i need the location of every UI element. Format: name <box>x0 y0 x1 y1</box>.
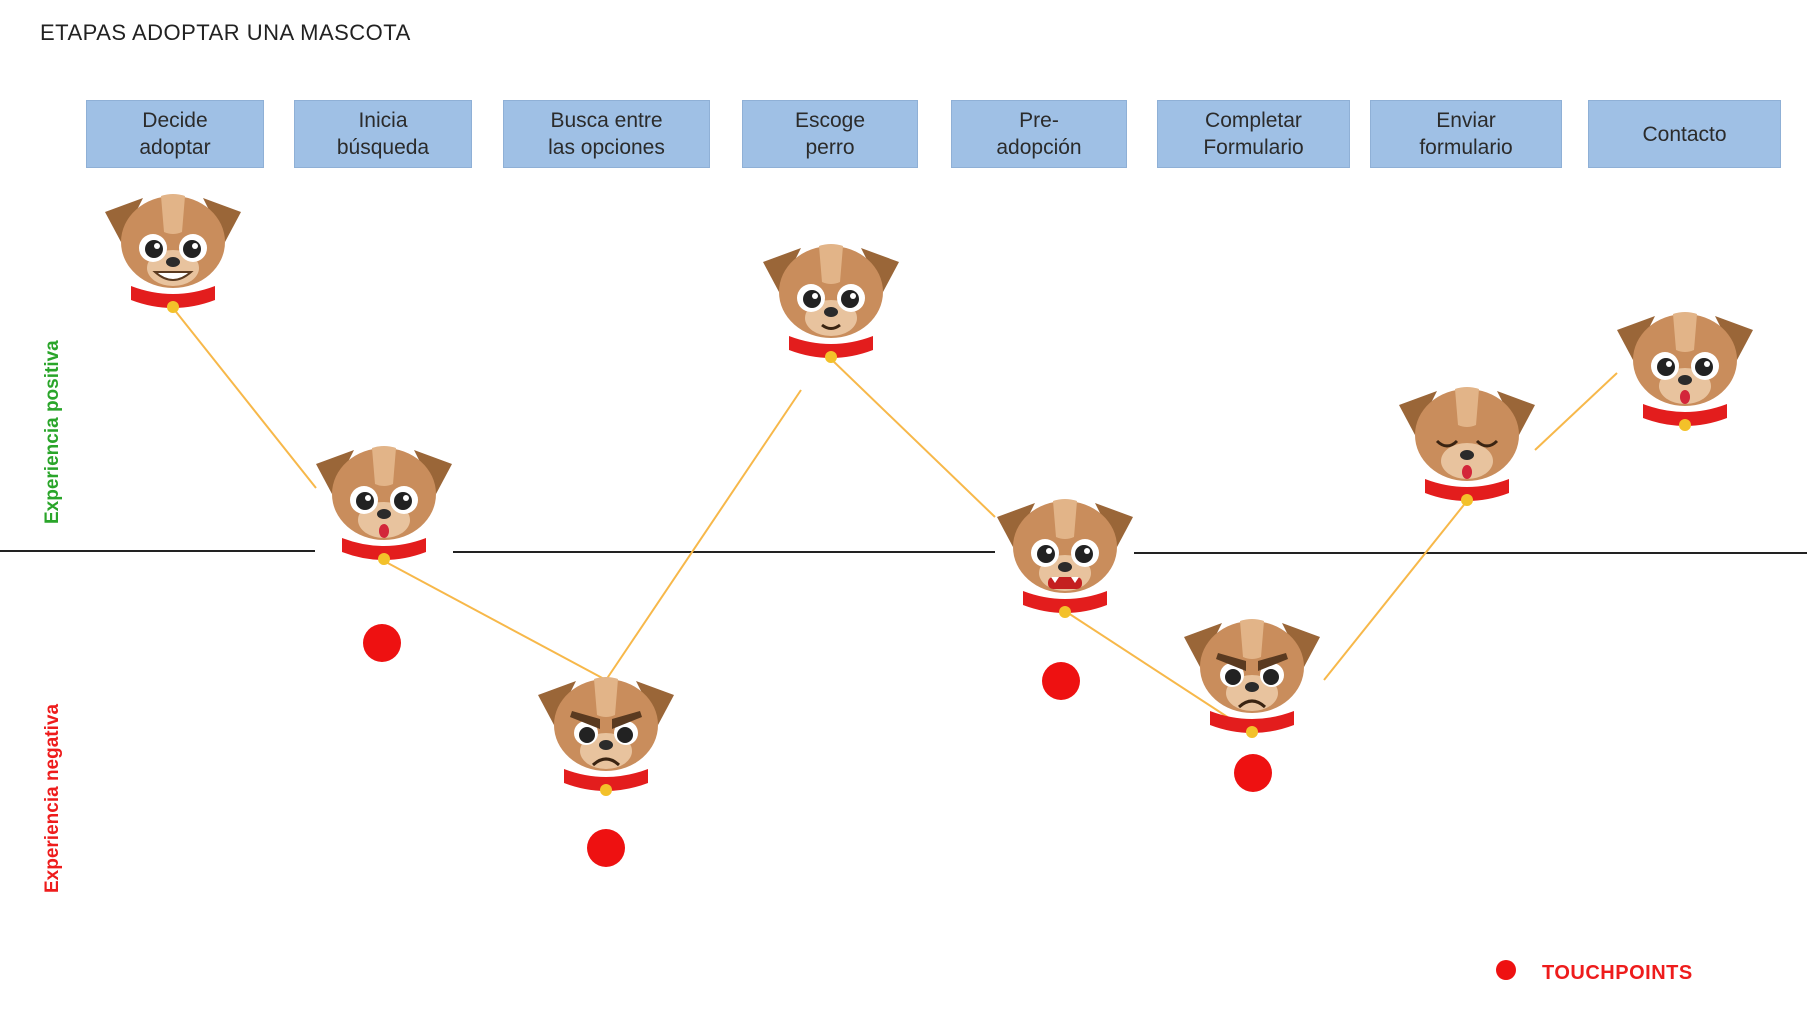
stage-enviar-formulario: Enviar formulario <box>1370 100 1562 168</box>
surprised-dog-icon <box>1617 312 1753 431</box>
stage-contacto: Contacto <box>1588 100 1781 168</box>
stage-busca-opciones: Busca entre las opciones <box>503 100 710 168</box>
touchpoint-dot <box>1234 754 1272 792</box>
touchpoints-legend: TOUCHPOINTS <box>1496 959 1693 985</box>
touchpoint-legend-dot <box>1496 959 1516 980</box>
page-title: ETAPAS ADOPTAR UNA MASCOTA <box>40 20 411 45</box>
touchpoints-legend-label: TOUCHPOINTS <box>1542 962 1693 984</box>
angry-dog-icon <box>538 677 674 796</box>
stage-escoge-perro: Escoge perro <box>742 100 918 168</box>
angry-dog-icon <box>1184 619 1320 738</box>
happy-dog-icon <box>763 244 899 363</box>
very-happy-dog-icon <box>105 194 241 313</box>
stage-completar-formulario: Completar Formulario <box>1157 100 1350 168</box>
surprised-dog-icon <box>316 446 452 565</box>
journey-line <box>172 307 1618 734</box>
touchpoint-dot <box>587 829 625 867</box>
stage-decide-adoptar: Decide adoptar <box>86 100 264 168</box>
touchpoint-dot <box>1042 662 1080 700</box>
stage-pre-adopcion: Pre- adopción <box>951 100 1127 168</box>
scared-dog-icon <box>997 499 1133 618</box>
touchpoint-dot <box>363 624 401 662</box>
stage-inicia-busqueda: Inicia búsqueda <box>294 100 472 168</box>
experience-baseline <box>0 550 1807 554</box>
relieved-dog-icon <box>1399 387 1535 506</box>
